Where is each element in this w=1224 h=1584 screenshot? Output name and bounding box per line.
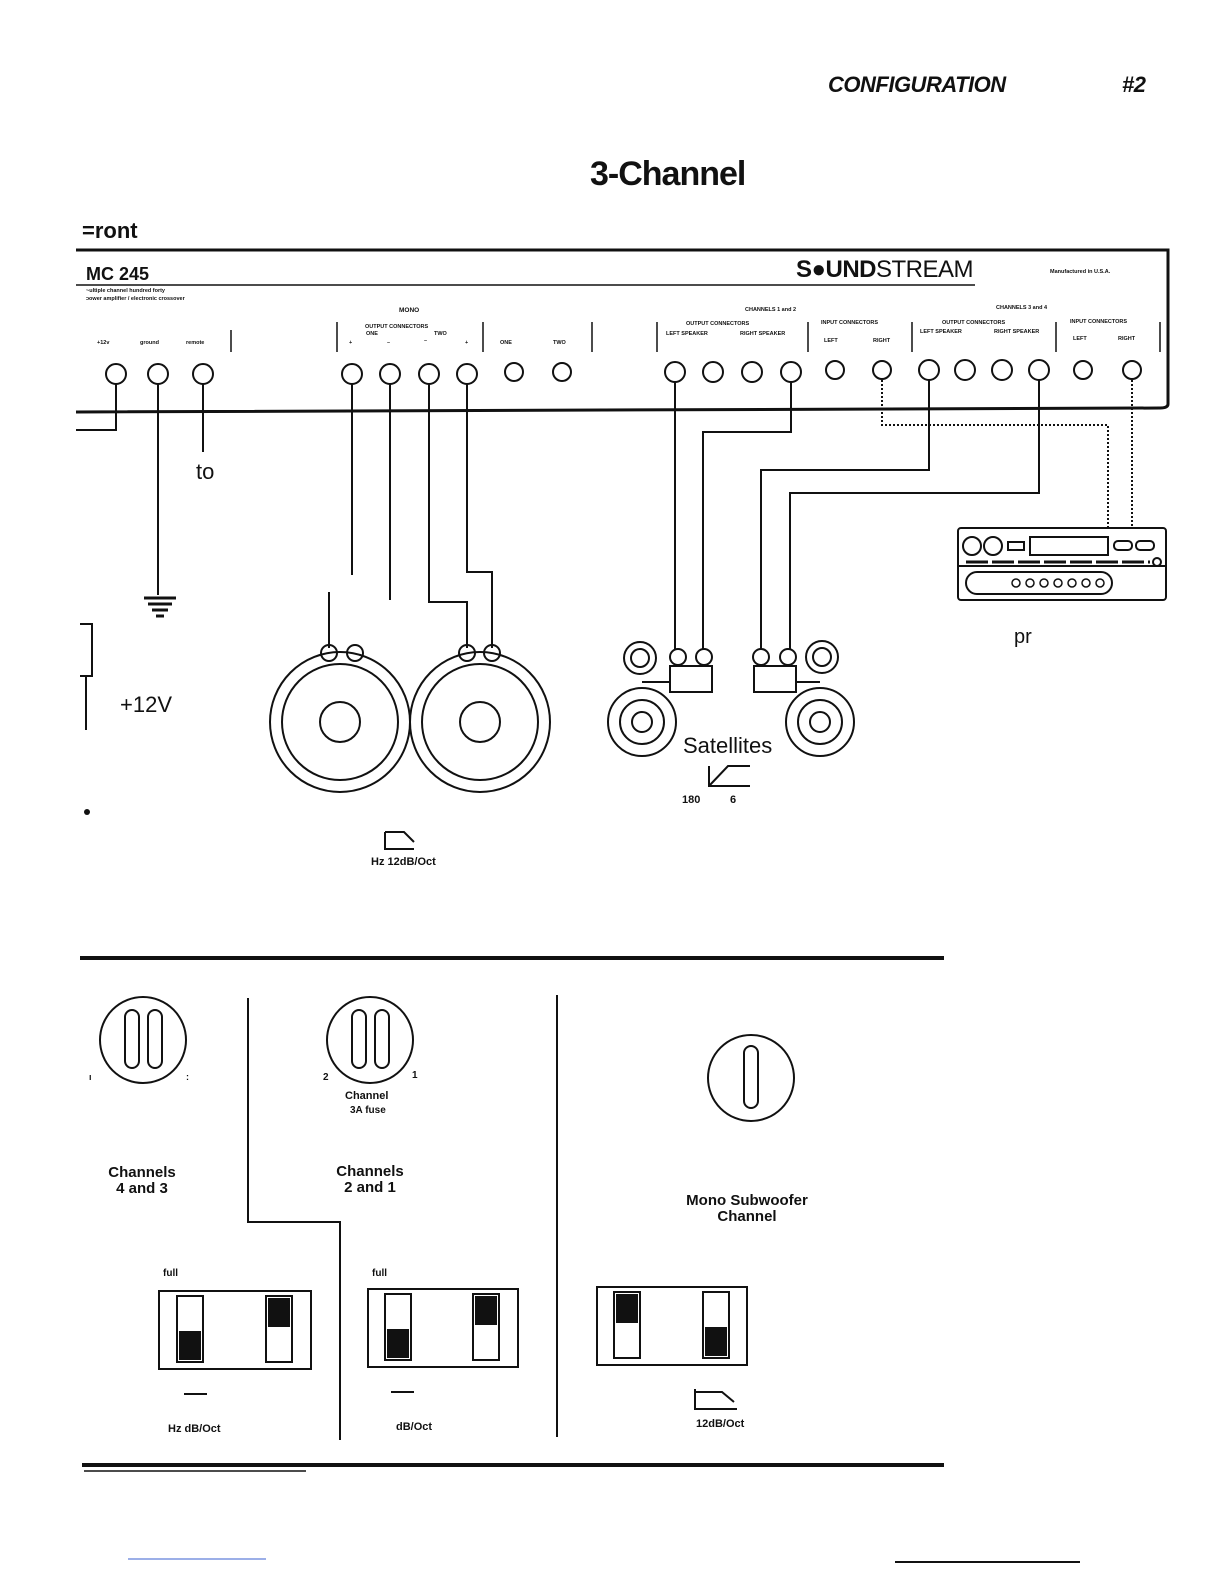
fuse-mid-label-2: 3A fuse xyxy=(350,1105,386,1116)
fuse-mid-num-a: 2 xyxy=(323,1072,329,1083)
amp-desc-1: ~ultiple channel hundred forty xyxy=(86,288,165,294)
fuse-left-num-b: : xyxy=(186,1072,189,1082)
ch12-input-label: INPUT CONNECTORS xyxy=(821,320,879,326)
dip-switch-mid xyxy=(367,1288,519,1368)
front-label: =ront xyxy=(82,218,138,243)
ch34-title: CHANNELS 3 and 4 xyxy=(996,305,1048,311)
label-to: to xyxy=(196,459,215,484)
mono-plus-1: + xyxy=(349,340,353,346)
amp-desc-2: ɔower amplifier / electronic crossover xyxy=(86,296,185,302)
ch12-title: CHANNELS 1 and 2 xyxy=(745,307,797,313)
wire-ch34-1 xyxy=(760,380,930,650)
label-satellites: Satellites xyxy=(683,733,773,758)
dip-mid-2-fill xyxy=(475,1296,497,1325)
mono-one-label: ONE xyxy=(366,331,378,337)
fuse-icon-mid xyxy=(326,996,414,1084)
satellite-right xyxy=(752,640,855,757)
divider-left xyxy=(247,998,341,1440)
rca-wire-1 xyxy=(881,380,1109,528)
sat-freq-b: 6 xyxy=(730,794,737,806)
mid-freq-label: dB/Oct xyxy=(396,1421,433,1433)
subwoofer-right xyxy=(409,644,551,793)
mono-title: MONO xyxy=(399,307,420,314)
mono-minus-1: – xyxy=(387,340,391,346)
dip-right-1-fill xyxy=(616,1294,638,1323)
full-mid-label: full xyxy=(372,1268,387,1279)
ch12-terminals xyxy=(664,360,892,383)
wire-ch12-2 xyxy=(702,382,792,650)
dip-switch-right xyxy=(596,1286,748,1366)
mono-subwoofer-label: Mono Subwoofer Channel xyxy=(686,1192,808,1225)
channels-2-1-label: Channels 2 and 1 xyxy=(336,1163,404,1196)
config-label: CONFIGURATION xyxy=(828,72,1006,97)
fuse-mid-num-b: 1 xyxy=(412,1070,418,1081)
ch12-right-speaker: RIGHT SPEAKER xyxy=(740,331,786,337)
mono-plus-2: + xyxy=(465,340,469,346)
channels-4-3-label: Channels 4 and 3 xyxy=(108,1164,176,1197)
dip-left-1-fill xyxy=(179,1331,201,1360)
fuse-left-num-a: ı xyxy=(89,1072,92,1082)
small-dot xyxy=(84,809,90,815)
ch34-terminals xyxy=(918,359,1142,381)
label-12v: +12V xyxy=(120,692,172,717)
satellite-left xyxy=(607,641,713,757)
amp-outline xyxy=(75,248,1170,414)
sub-filter-icon xyxy=(384,831,415,850)
right-filter-icon xyxy=(694,1389,737,1410)
sub-freq-label: Hz 12dB/Oct xyxy=(371,856,436,868)
ch34-input-label: INPUT CONNECTORS xyxy=(1070,319,1128,325)
power-label-12v: +12v xyxy=(97,340,110,346)
ch12-input-right: RIGHT xyxy=(873,338,891,344)
dip-left-2-fill xyxy=(268,1298,290,1327)
wire-ch34-2 xyxy=(789,380,1040,650)
power-terminals xyxy=(105,363,214,385)
mono-output-label: OUTPUT CONNECTORS xyxy=(365,324,429,330)
right-freq-label: 12dB/Oct xyxy=(696,1418,745,1430)
amp-model: MC 245 xyxy=(86,264,150,284)
wire-mono-4 xyxy=(466,384,493,648)
label-pr: pr xyxy=(1014,626,1032,648)
head-unit xyxy=(957,527,1167,601)
fuse-icon-right xyxy=(707,1034,795,1122)
left-freq-label: Hz dB/Oct xyxy=(168,1423,221,1435)
ch34-input-left: LEFT xyxy=(1073,336,1087,342)
battery-icon xyxy=(80,623,93,730)
sat-freq-a: 180 xyxy=(682,794,701,806)
fuse-icon-left xyxy=(99,996,187,1084)
made-in-label: Manufactured in U.S.A. xyxy=(1050,269,1111,275)
page-title: 3-Channel xyxy=(590,155,746,193)
power-label-remote: remote xyxy=(186,340,205,346)
ch34-input-right: RIGHT xyxy=(1118,336,1136,342)
ch34-output-label: OUTPUT CONNECTORS xyxy=(942,320,1006,326)
power-label-ground: ground xyxy=(140,340,159,346)
ch12-left-speaker: LEFT SPEAKER xyxy=(666,331,708,337)
brand-logo: S●UNDSTREAM xyxy=(796,256,974,283)
ch34-right-speaker: RIGHT SPEAKER xyxy=(994,329,1040,335)
wire-12v xyxy=(76,384,117,431)
ground-icon xyxy=(144,596,176,618)
mono-minus-2: – xyxy=(424,338,428,344)
full-left-label: full xyxy=(163,1268,178,1279)
config-number: #2 xyxy=(1122,72,1146,97)
ch12-input-left: LEFT xyxy=(824,338,838,344)
mono-two-label: TWO xyxy=(434,331,447,337)
mono-input-two: TWO xyxy=(553,340,566,346)
dip-mid-1-fill xyxy=(387,1329,409,1358)
dip-switch-left xyxy=(158,1290,312,1370)
ch12-output-label: OUTPUT CONNECTORS xyxy=(686,321,750,327)
mono-input-one: ONE xyxy=(500,340,512,346)
sat-filter-icon xyxy=(708,765,750,787)
dip-right-2-fill xyxy=(705,1327,727,1356)
ch34-left-speaker: LEFT SPEAKER xyxy=(920,329,962,335)
wire-mono-3 xyxy=(428,384,468,648)
subwoofer-left xyxy=(269,644,411,793)
mono-terminals xyxy=(341,362,572,385)
fuse-mid-label-1: Channel xyxy=(345,1090,389,1102)
